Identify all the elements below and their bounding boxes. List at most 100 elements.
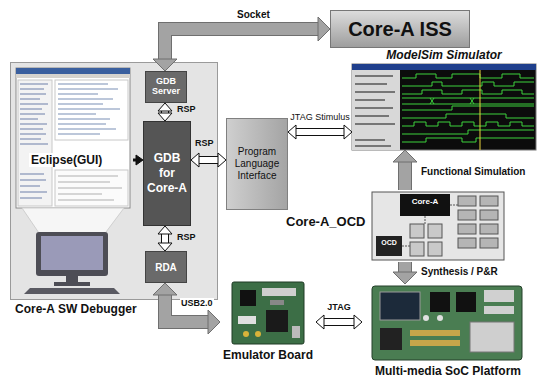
soc-platform-photo [372,286,522,360]
debugger-panel: Core-A SW DebuggerEclipse(GUI)GDB Server… [10,62,218,300]
connector-shaft [296,129,344,135]
chip-diagram-part [458,224,476,234]
emulator-board-photo-part [240,290,256,306]
connector-outline [398,262,412,272]
emulator-board-photo-part [232,282,304,344]
arrow-head [158,226,172,234]
edge-label: USB2.0 [180,298,214,308]
chip-diagram-part [410,224,424,238]
connector-arrow [158,103,172,121]
modelsim-screenshot [352,64,536,150]
edge-label: JTAG [326,302,351,312]
chip-diagram-part [376,236,402,256]
eclipse-screenshot-part [16,68,130,208]
edge-label: RSP [176,104,197,114]
chip-diagram-part [402,205,458,246]
connector-arrow [153,17,330,71]
eclipse-screenshot-part [55,170,128,206]
computer-icon-part [66,276,78,282]
computer-icon-part [54,282,90,286]
arrow-head [158,113,172,121]
node-label: Multi-media SoC Platform [362,364,534,378]
connector-shaft [399,262,411,272]
screen-beam-part [22,208,124,236]
chip-diagram-part [428,224,442,238]
node-label: GDB Server [148,77,184,97]
chip-diagram-part [410,242,424,256]
modelsim-screenshot-part [352,64,536,70]
connector-shaft [162,234,168,243]
chip-diagram-part [400,194,450,216]
node-label: Core-A ISS [348,18,452,41]
emulator-board-photo-part [238,316,256,324]
debugger-panel-fill-part [10,62,218,300]
modelsim-screenshot-part [352,64,536,150]
edge-label: RSP [176,232,197,242]
emulator-board-photo-part [255,331,261,337]
emulator-board-photo-part [292,326,300,338]
modelsim-screenshot-part [355,76,395,146]
node-label: ModelSim Simulator [352,48,536,62]
server-box: GDB Server [145,71,187,103]
soc-platform-photo-part [410,330,460,336]
arrow-head [218,153,226,167]
arrow-head [393,272,417,284]
eclipse-screenshot [16,68,130,208]
debugger-panel-fill [10,62,218,300]
connector-shaft [165,29,318,59]
soc-platform-photo-part [423,315,429,321]
connector-arrow [158,226,172,251]
connector-arrow [393,262,417,284]
node-label: Program Language Interface [229,146,285,182]
connector-arrow [191,153,226,167]
soc-platform-photo-part [430,292,450,312]
node-label: Emulator Board [216,348,320,362]
arrow-head [158,103,172,111]
modelsim-screenshot-part [402,74,534,142]
connector-outline [398,162,412,190]
chip-diagram-part [458,196,476,206]
emulator-board: Emulator Board [220,278,316,370]
gui-window: Eclipse(GUI) [15,67,133,297]
debugger-core-box: GDB for Core-A [143,121,191,226]
arrow-head [318,17,330,41]
connector-shaft [199,157,218,163]
soc-platform-photo-part [380,292,420,320]
edge-label: Synthesis / P&R [420,266,499,278]
ocd-label: OCD [376,239,402,246]
edge-label: JTAG Stimulus [289,112,350,122]
chip-diagram-part [458,238,476,248]
connector-arrow [288,125,352,139]
arrow-head [136,155,143,165]
chip-diagram-part [458,210,476,220]
eclipse-screenshot-part [20,84,48,198]
emulator-board-photo-part [266,310,288,332]
chip-diagram [372,192,504,260]
connector-arrow [316,315,362,329]
connector-arrow [133,155,143,165]
chip-diagram-part [480,196,498,206]
eclipse-screenshot-part [58,84,120,134]
chip-diagram-part [480,210,498,220]
arrow-head [316,315,324,329]
eclipse-screenshot-part [18,80,52,206]
connector-arrow [393,150,417,190]
edge-label: RSP [194,138,215,148]
soc-platform-photo-part [456,292,476,312]
soc-platform-photo-part [484,306,514,314]
node-label: RDA [155,262,177,273]
emulator-board-photo [232,282,304,344]
chip-diagram-part [428,242,442,256]
soc-platform-photo-part [372,286,522,360]
eclipse-screenshot-part [16,74,130,78]
arrow-head [153,59,177,71]
eclipse-screenshot-part [58,176,122,200]
soc-platform-photo-part [437,315,443,321]
arrow-head [354,315,362,329]
eclipse-screenshot-part [55,80,128,140]
soc-platform-photo-part [410,340,460,346]
computer-icon-part [24,288,120,294]
connector-outline [324,318,354,326]
chip-diagram-part [480,224,498,234]
